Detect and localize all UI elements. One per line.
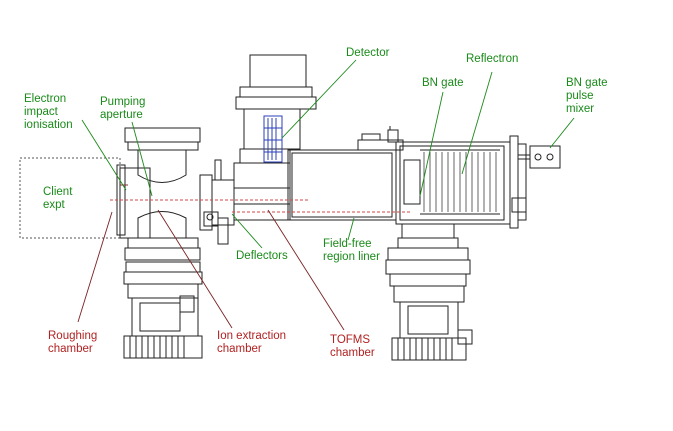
label-reflectron: Reflectron: [466, 53, 519, 65]
roughing-chamber-shape: [116, 127, 201, 261]
label-electron-impact: Electron impact ionisation: [24, 93, 73, 131]
leader-reflectron: [461, 71, 493, 175]
leader-field-free: [347, 217, 355, 241]
label-deflectors: Deflectors: [236, 250, 288, 262]
label-pumping-aperture: Pumping aperture: [100, 96, 146, 121]
label-roughing-chamber: Roughing chamber: [48, 330, 98, 355]
roughing-pump: [123, 261, 203, 359]
leader-bn-gate: [419, 91, 444, 197]
detector-assembly: [233, 54, 317, 189]
leader-detector: [281, 59, 357, 139]
pulse-mixer-box: [511, 145, 561, 213]
leader-deflectors: [231, 213, 263, 249]
label-bn-gate: BN gate: [422, 77, 464, 89]
label-client-expt: Client expt: [43, 186, 73, 211]
label-tofms-chamber: TOFMS chamber: [330, 334, 375, 359]
reflectron-shape: [395, 135, 527, 229]
ion-extraction-chamber-shape: [199, 159, 291, 245]
tofms-pump: [385, 223, 473, 361]
leader-electron: [81, 119, 127, 191]
label-field-free: Field-free region liner: [323, 238, 380, 263]
label-bn-gate-pulse-mixer: BN gate pulse mixer: [566, 77, 608, 115]
label-detector: Detector: [346, 47, 390, 59]
leader-pumping: [131, 121, 153, 197]
leader-ion-extraction: [157, 209, 233, 329]
leader-tofms: [267, 209, 345, 331]
leader-pulse-mixer: [549, 117, 575, 149]
leader-roughing: [77, 211, 113, 323]
label-ion-extraction: Ion extraction chamber: [217, 330, 287, 355]
tofms-tube: [287, 126, 404, 221]
